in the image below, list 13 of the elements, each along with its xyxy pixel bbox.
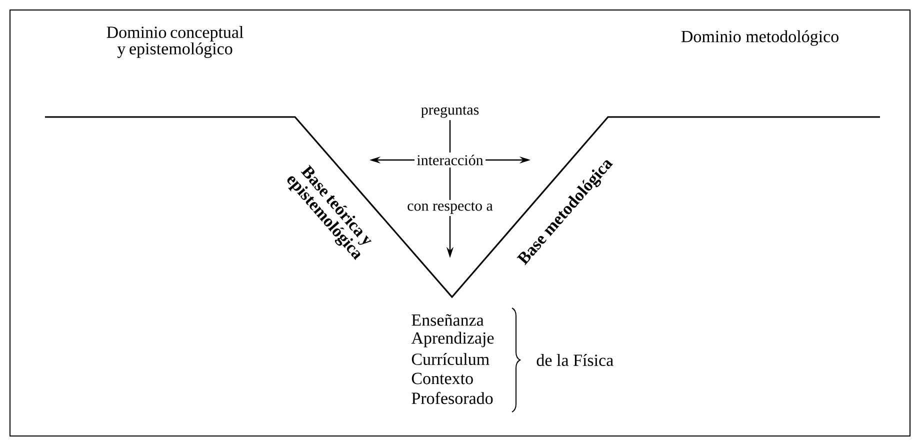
list-item: Aprendizaje [411, 332, 494, 348]
list-item: Enseñanza [412, 314, 484, 326]
subject-label: de la Física [536, 354, 614, 366]
domain-label: Dominio metodológico [681, 30, 838, 46]
domain-label: Dominio conceptual y epistemológico [106, 26, 244, 58]
flow-label: preguntas [421, 106, 479, 118]
connector-line [449, 120, 451, 152]
flow-label: interacción [417, 154, 484, 166]
connector-line [449, 167, 451, 200]
list-item: Currículum [412, 353, 490, 365]
list-item: Contexto [412, 372, 473, 384]
list-item: Profesorado [412, 392, 493, 404]
flow-label: con respecto a [408, 202, 493, 214]
